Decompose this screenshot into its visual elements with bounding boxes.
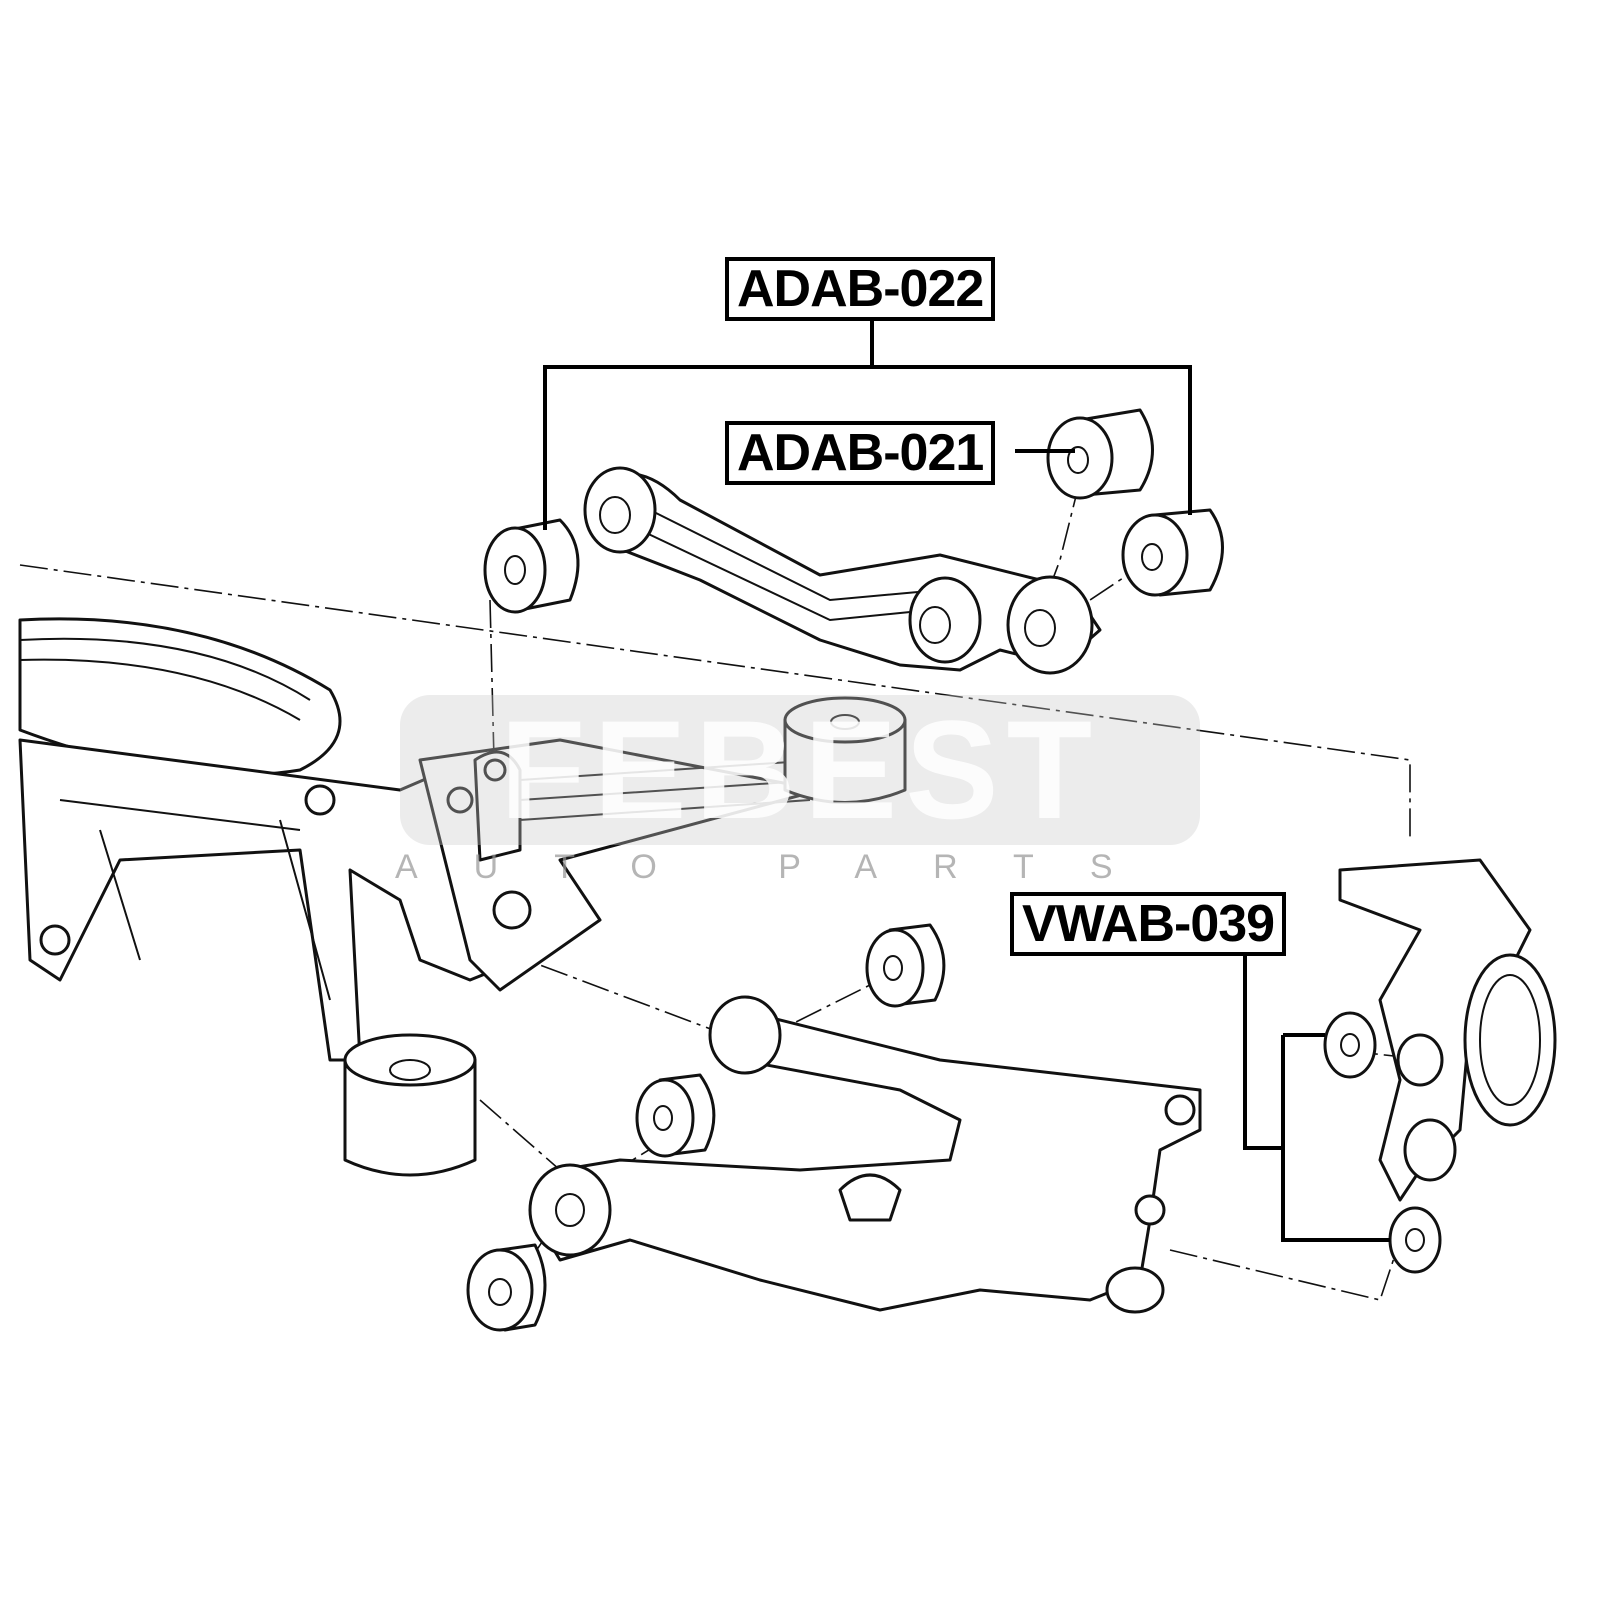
part-label-vwab-039[interactable]: VWAB-039: [1010, 892, 1287, 956]
bushing-vwab-039-upper: [1323, 1011, 1377, 1079]
bushing-upper-left: [483, 518, 580, 614]
part-label-adab-021[interactable]: ADAB-021: [725, 421, 996, 485]
bushing-lower-front: [865, 923, 946, 1008]
lower-control-arm: [528, 995, 1202, 1314]
bushing-lower-rear: [466, 1243, 547, 1332]
bushing-vwab-039-lower: [1388, 1206, 1442, 1274]
upper-control-arm: [583, 466, 1102, 675]
part-label-adab-022[interactable]: ADAB-022: [725, 257, 996, 321]
watermark-tagline: AUTO PARTS: [395, 848, 1169, 886]
leader-lines: [543, 318, 1390, 1242]
bushing-lower-mid: [635, 1073, 716, 1158]
wheel-knuckle: [1338, 858, 1557, 1202]
watermark-logo: FEBEST: [400, 695, 1200, 845]
subframe-mount-front: [783, 696, 907, 804]
subframe-mount-rear: [343, 1033, 477, 1177]
bushing-adab-021: [1046, 408, 1154, 500]
bushing-upper-right: [1121, 508, 1224, 597]
subframe: [18, 617, 822, 1062]
